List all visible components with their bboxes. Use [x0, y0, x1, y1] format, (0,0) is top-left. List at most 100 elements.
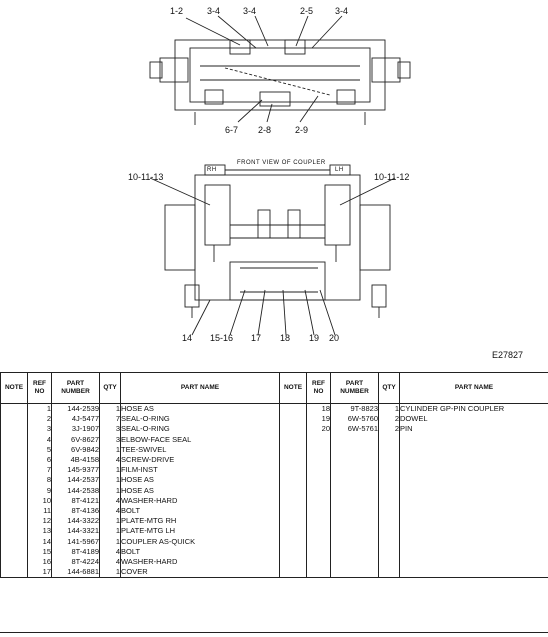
- cell-ref: 6: [27, 454, 52, 466]
- cell-note: [0, 434, 28, 445]
- cell-name: [399, 485, 548, 496]
- cell-ref: 3: [27, 424, 52, 435]
- cell-ref: [306, 434, 331, 445]
- cell-name: COUPLER AS-QUICK: [120, 536, 280, 547]
- cell-part: [330, 465, 379, 476]
- cell-ref: 12: [27, 516, 52, 527]
- cell-ref: 11: [27, 505, 52, 517]
- cell-name: HOSE AS: [120, 403, 280, 415]
- cell-name: SEAL-O-RING: [120, 414, 280, 425]
- cell-ref: 20: [306, 424, 331, 435]
- cell-name: HOSE AS: [120, 475, 280, 486]
- cell-name: [399, 516, 548, 527]
- cell-qty: 1: [99, 465, 121, 476]
- cell-name: BOLT: [120, 546, 280, 557]
- cell-part: 6W-5761: [330, 424, 379, 435]
- cell-note: [0, 556, 28, 567]
- cell-qty: 2: [378, 424, 400, 435]
- cell-part: 144-3322: [51, 516, 100, 527]
- cell-qty: 1: [99, 485, 121, 496]
- cell-note: [0, 536, 28, 547]
- coupler-line-drawing: [149, 15, 411, 336]
- cell-ref: [306, 516, 331, 527]
- cell-part: [330, 526, 379, 537]
- cell-part: [330, 516, 379, 527]
- top-view: [149, 15, 411, 125]
- cell-name: BOLT: [120, 505, 280, 517]
- cell-ref: [306, 556, 331, 567]
- callout-bottom-15-16: 15-16: [210, 333, 234, 343]
- callout-bottom-17: 17: [251, 333, 262, 343]
- callout-top-1: 1-2: [170, 6, 184, 16]
- cell-qty: [378, 434, 400, 445]
- cell-ref: 15: [27, 546, 52, 557]
- cell-note: [0, 526, 28, 537]
- cell-part: [330, 434, 379, 445]
- cell-name: [399, 546, 548, 557]
- cell-part: 145-9377: [51, 465, 100, 476]
- cell-part: 144-2537: [51, 475, 100, 486]
- front-view-caption: FRONT VIEW OF COUPLER: [237, 160, 326, 166]
- cell-qty: [378, 454, 400, 466]
- callout-bottom-18: 18: [280, 333, 291, 343]
- callout-right-bracket: 10-11-12: [374, 172, 410, 182]
- cell-note: [279, 403, 307, 415]
- cell-note: [279, 475, 307, 486]
- cell-ref: 17: [27, 567, 52, 579]
- callout-bottom-20: 20: [329, 333, 340, 343]
- cell-name: PLATE-MTG LH: [120, 526, 280, 537]
- cell-qty: 7: [99, 414, 121, 425]
- cell-ref: [306, 526, 331, 537]
- front-view: [149, 164, 396, 336]
- cell-name: PLATE-MTG RH: [120, 516, 280, 527]
- cell-name: [399, 567, 548, 579]
- cell-qty: [378, 516, 400, 527]
- cell-part: 8T-4136: [51, 505, 100, 517]
- cell-part: 3J-1907: [51, 424, 100, 435]
- cell-qty: [378, 485, 400, 496]
- cell-ref: 14: [27, 536, 52, 547]
- cell-part: 8T-4189: [51, 546, 100, 557]
- cell-ref: 16: [27, 556, 52, 567]
- cell-ref: 9: [27, 485, 52, 496]
- header-qty: QTY: [378, 372, 400, 404]
- cell-qty: 1: [99, 475, 121, 486]
- cell-qty: 3: [99, 434, 121, 445]
- header-part-name: PART NAME: [120, 372, 280, 404]
- cell-name: FILM-INST: [120, 465, 280, 476]
- cell-note: [0, 475, 28, 486]
- cell-qty: [378, 475, 400, 486]
- cell-note: [0, 546, 28, 557]
- cell-name: HOSE AS: [120, 485, 280, 496]
- header-part-name: PART NAME: [399, 372, 548, 404]
- cell-note: [0, 414, 28, 425]
- cell-qty: 4: [99, 495, 121, 506]
- cell-qty: 4: [99, 454, 121, 466]
- cell-qty: [378, 536, 400, 547]
- cell-qty: 1: [99, 444, 121, 455]
- cell-name: [399, 444, 548, 455]
- cell-name: [399, 434, 548, 445]
- cell-name: [399, 475, 548, 486]
- cell-qty: [378, 465, 400, 476]
- cell-part: [330, 505, 379, 517]
- cell-part: 9T-8823: [330, 403, 379, 415]
- header-note: NOTE: [0, 372, 28, 404]
- cell-note: [0, 454, 28, 466]
- cell-note: [279, 536, 307, 547]
- cell-qty: 4: [99, 505, 121, 517]
